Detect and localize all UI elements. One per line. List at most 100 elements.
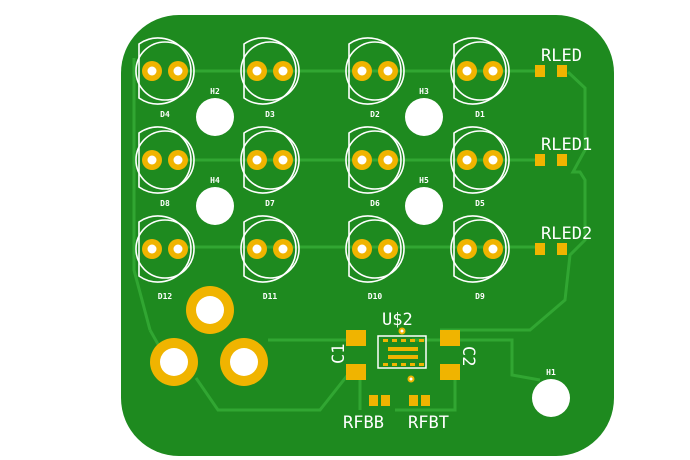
hole-h5: H5 bbox=[405, 176, 443, 225]
led-outline bbox=[453, 37, 507, 105]
hole-label: H1 bbox=[546, 368, 556, 377]
c1-pad-bottom bbox=[346, 364, 366, 380]
c1-pad-top bbox=[346, 330, 366, 346]
led-label: D1 bbox=[475, 110, 485, 119]
resistor-rled1: RLED1 bbox=[535, 135, 592, 166]
led-label: D3 bbox=[265, 110, 275, 119]
ic-pad-bottom bbox=[388, 355, 418, 359]
led-inner-ring bbox=[345, 130, 405, 190]
led-inner-ring bbox=[240, 130, 300, 190]
led-outline bbox=[243, 37, 297, 105]
led-inner-ring bbox=[135, 41, 195, 101]
c2-pad-bottom bbox=[440, 364, 460, 380]
led-outline bbox=[348, 215, 402, 283]
led-label: D10 bbox=[368, 292, 383, 301]
hole-h4: H4 bbox=[196, 176, 234, 225]
led-outline bbox=[243, 126, 297, 194]
ic-pad-top bbox=[388, 347, 418, 351]
led-inner-ring bbox=[240, 219, 300, 279]
led-inner-ring bbox=[345, 41, 405, 101]
led-label: D7 bbox=[265, 199, 275, 208]
rfbt-pad-1 bbox=[409, 395, 418, 406]
rfbb-label: RFBB bbox=[343, 413, 384, 433]
led-label: D4 bbox=[160, 110, 170, 119]
rfbt-pad-2 bbox=[421, 395, 430, 406]
led-inner-ring bbox=[135, 219, 195, 279]
led-outline bbox=[348, 126, 402, 194]
led-outline bbox=[453, 215, 507, 283]
ic-label: U$2 bbox=[382, 310, 413, 330]
rfbb-pad-1 bbox=[369, 395, 378, 406]
hole-label: H3 bbox=[419, 87, 429, 96]
hole-drill bbox=[532, 379, 570, 417]
power-connector bbox=[150, 286, 268, 386]
led-outline bbox=[243, 215, 297, 283]
led-outline bbox=[138, 215, 192, 283]
connector-hole-2 bbox=[160, 348, 188, 376]
hole-drill bbox=[405, 187, 443, 225]
led-inner-ring bbox=[135, 130, 195, 190]
led-label: D12 bbox=[158, 292, 173, 301]
resistor-label: RLED1 bbox=[541, 135, 592, 155]
hole-h2: H2 bbox=[196, 87, 234, 136]
hole-drill bbox=[196, 187, 234, 225]
led-label: D8 bbox=[160, 199, 170, 208]
led-outline bbox=[138, 37, 192, 105]
hole-h1: H1 bbox=[532, 368, 570, 417]
led-label: D11 bbox=[263, 292, 278, 301]
resistor-rled: RLED bbox=[535, 46, 582, 77]
led-d11: D11 bbox=[240, 215, 300, 301]
ic-outline bbox=[377, 335, 427, 369]
resistor-label: RLED2 bbox=[541, 224, 592, 244]
connector-hole-3 bbox=[230, 348, 258, 376]
led-d8: D8 bbox=[135, 126, 195, 208]
hole-drill bbox=[196, 98, 234, 136]
c2-pad-top bbox=[440, 330, 460, 346]
led-inner-ring bbox=[450, 219, 510, 279]
led-outline bbox=[453, 126, 507, 194]
led-d10: D10 bbox=[345, 215, 405, 301]
c2-label: C2 bbox=[458, 346, 478, 366]
led-inner-ring bbox=[240, 41, 300, 101]
led-inner-ring bbox=[345, 219, 405, 279]
led-inner-ring bbox=[450, 130, 510, 190]
rfbt-label: RFBT bbox=[408, 413, 449, 433]
hole-h3: H3 bbox=[405, 87, 443, 136]
resistor-pad-1 bbox=[535, 154, 545, 166]
led-label: D9 bbox=[475, 292, 485, 301]
ic-pins bbox=[383, 339, 424, 366]
hole-label: H2 bbox=[210, 87, 220, 96]
connector-hole-1 bbox=[196, 296, 224, 324]
led-d12: D12 bbox=[135, 215, 195, 301]
led-d2: D2 bbox=[345, 37, 405, 119]
led-d6: D6 bbox=[345, 126, 405, 208]
led-d1: D1 bbox=[450, 37, 510, 119]
hole-label: H4 bbox=[210, 176, 220, 185]
c1-label: C1 bbox=[329, 344, 349, 364]
hole-drill bbox=[405, 98, 443, 136]
resistor-pad-2 bbox=[557, 65, 567, 77]
resistor-pad-2 bbox=[557, 154, 567, 166]
hole-label: H5 bbox=[419, 176, 429, 185]
led-inner-ring bbox=[450, 41, 510, 101]
led-label: D6 bbox=[370, 199, 380, 208]
capacitors: C1 C2 bbox=[329, 330, 478, 380]
resistor-rled2: RLED2 bbox=[535, 224, 592, 255]
led-d3: D3 bbox=[240, 37, 300, 119]
resistor-pad-1 bbox=[535, 65, 545, 77]
led-outline bbox=[138, 126, 192, 194]
regulator-ic: U$2 bbox=[377, 310, 427, 383]
feedback-resistors: RFBB RFBT bbox=[343, 395, 449, 433]
led-outline bbox=[348, 37, 402, 105]
led-label: D5 bbox=[475, 199, 485, 208]
led-d5: D5 bbox=[450, 126, 510, 208]
rfbb-pad-2 bbox=[381, 395, 390, 406]
resistor-label: RLED bbox=[541, 46, 582, 66]
led-d9: D9 bbox=[450, 215, 510, 301]
resistor-pad-1 bbox=[535, 243, 545, 255]
led-label: D2 bbox=[370, 110, 380, 119]
